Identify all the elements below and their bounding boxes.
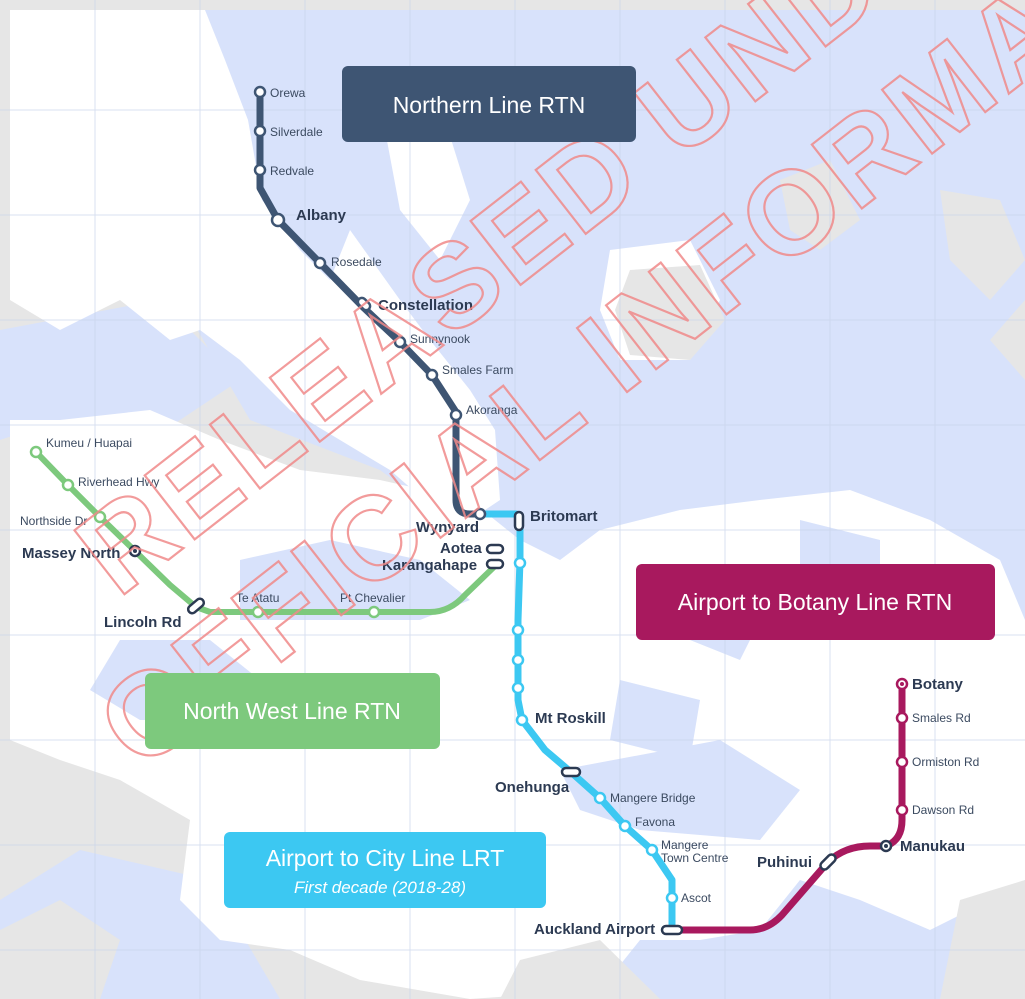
interchange-marker (485, 543, 505, 555)
station-label-botany: Botany (912, 676, 963, 693)
station-marker (511, 681, 525, 695)
airport-city-line-box-title: Airport to City Line LRT (266, 845, 505, 871)
station-label-aotea: Aotea (440, 540, 482, 557)
interchange-marker (485, 558, 505, 570)
north-west-line-box-title: North West Line RTN (183, 698, 401, 724)
station-marker (895, 755, 909, 769)
station-label-wynyard: Wynyard (416, 519, 479, 536)
station-marker (515, 713, 529, 727)
station-label-rosedale: Rosedale (331, 255, 382, 269)
airport-botany-line-box-title: Airport to Botany Line RTN (678, 589, 952, 615)
station-label-auckland-airport: Auckland Airport (534, 921, 655, 938)
station-marker (645, 843, 659, 857)
station-label-favona: Favona (635, 815, 675, 829)
interchange-marker (186, 597, 206, 615)
station-label-manukau: Manukau (900, 838, 965, 855)
station-marker (665, 891, 679, 905)
northern-line-box-title: Northern Line RTN (393, 92, 586, 118)
station-marker (513, 556, 527, 570)
station-label-akoranga: Akoranga (466, 403, 518, 417)
station-label-pt-chevalier: Pt Chevalier (340, 591, 405, 605)
station-marker (473, 507, 487, 521)
station-label-smales-rd: Smales Rd (912, 711, 971, 725)
station-marker (270, 212, 286, 228)
interchange-marker (560, 766, 582, 778)
station-label-te-atatu: Te Atatu (236, 591, 279, 605)
station-marker-dot (900, 682, 904, 686)
station-label-massey-north: Massey North (22, 545, 120, 562)
station-label-mangere-tc-1: Mangere (661, 838, 709, 852)
airport-botany-line-box-bg (636, 564, 995, 640)
station-label-dawson-rd: Dawson Rd (912, 803, 974, 817)
station-label-albany: Albany (296, 207, 347, 224)
airport-city-line-box-subtitle: First decade (2018-28) (294, 878, 466, 897)
airport-botany-line-box: Airport to Botany Line RTN (636, 564, 995, 640)
station-label-orewa: Orewa (270, 86, 306, 100)
station-label-riverhead: Riverhead Hwy (78, 475, 159, 489)
station-label-mangere-tc-2: Town Centre (661, 851, 729, 865)
interchange-marker (819, 853, 837, 871)
station-labels: Orewa Silverdale Redvale Albany Rosedale… (20, 86, 979, 938)
airport-city-line-box: Airport to City Line LRT First decade (2… (224, 832, 546, 908)
station-label-onehunga: Onehunga (495, 779, 570, 796)
station-marker (895, 711, 909, 725)
station-marker (251, 605, 265, 619)
station-label-kumeu: Kumeu / Huapai (46, 436, 132, 450)
station-marker (511, 623, 525, 637)
station-marker (93, 510, 107, 524)
interchange-marker (356, 296, 372, 312)
station-marker (593, 791, 607, 805)
station-marker (61, 478, 75, 492)
station-marker (618, 819, 632, 833)
airport-city-line-box-bg (224, 832, 546, 908)
station-marker (393, 335, 407, 349)
northern-line-box-bg (342, 66, 636, 142)
interchange-marker (660, 924, 684, 936)
station-label-sunnynook: Sunnynook (410, 332, 471, 346)
station-marker (425, 368, 439, 382)
station-marker (895, 803, 909, 817)
north-west-line-box: North West Line RTN (145, 673, 440, 749)
interchange-marker (513, 510, 525, 532)
station-marker (253, 163, 267, 177)
station-label-silverdale: Silverdale (270, 125, 323, 139)
station-marker (313, 256, 327, 270)
station-marker (511, 653, 525, 667)
station-label-smales-farm: Smales Farm (442, 363, 513, 377)
airport-botany-line (668, 680, 906, 934)
station-markers (29, 85, 909, 936)
station-label-karangahape: Karangahape (382, 557, 477, 574)
station-marker (29, 445, 43, 459)
station-marker-dot (133, 549, 137, 553)
station-label-mangere-bridge: Mangere Bridge (610, 791, 696, 805)
station-label-redvale: Redvale (270, 164, 314, 178)
station-marker (253, 85, 267, 99)
station-marker (449, 408, 463, 422)
station-label-constellation: Constellation (378, 297, 473, 314)
station-label-northside: Northside Dr (20, 514, 87, 528)
station-marker (253, 124, 267, 138)
station-label-ormiston-rd: Ormiston Rd (912, 755, 979, 769)
station-label-lincoln-rd: Lincoln Rd (104, 614, 182, 631)
northern-line-box: Northern Line RTN (342, 66, 636, 142)
station-label-puhinui: Puhinui (757, 854, 812, 871)
station-label-mt-roskill: Mt Roskill (535, 710, 606, 727)
station-label-ascot: Ascot (681, 891, 712, 905)
northern-line (256, 88, 484, 518)
north-west-line-box-bg (145, 673, 440, 749)
station-marker-dot (884, 844, 888, 848)
station-label-britomart: Britomart (530, 508, 598, 525)
station-marker (367, 605, 381, 619)
